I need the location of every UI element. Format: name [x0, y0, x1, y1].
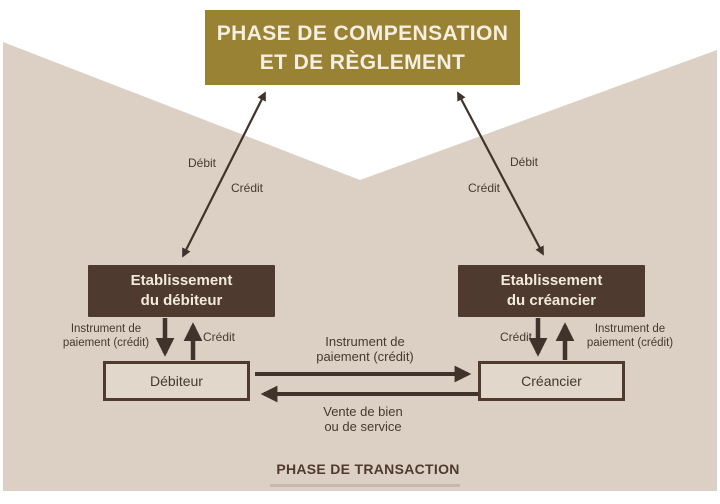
- settlement-title-line1: PHASE DE COMPENSATION: [216, 21, 509, 45]
- sale-label: Vente de bien ou de service: [323, 404, 403, 435]
- credit-small-label-left: Crédit: [202, 330, 236, 344]
- instrument-label-left-line2: paiement (crédit): [62, 336, 150, 349]
- instrument-label-right-line1: Instrument de: [594, 323, 666, 335]
- debtor-bank-box: Etablissement du débiteur: [88, 265, 275, 317]
- creditor-bank-box: Etablissement du créancier: [458, 265, 645, 317]
- creditor-bank-line2: du créancier: [506, 292, 597, 309]
- creditor-bank-line1: Etablissement: [500, 272, 603, 289]
- creditor-box: Créancier: [478, 361, 625, 401]
- debtor-bank-line1: Etablissement: [130, 272, 233, 289]
- debtor-box-label: Débiteur: [150, 373, 203, 389]
- settlement-title-line2: ET DE RÈGLEMENT: [259, 50, 466, 74]
- instrument-label-right: Instrument de paiement (crédit): [587, 323, 673, 350]
- instrument-label-right-line2: paiement (crédit): [586, 336, 674, 349]
- credit-label-right: Crédit: [467, 181, 501, 195]
- credit-small-label-right: Crédit: [499, 330, 533, 344]
- creditor-box-label: Créancier: [521, 373, 582, 389]
- debtor-bank-line2: du débiteur: [140, 292, 223, 309]
- debit-label-right: Débit: [509, 155, 539, 169]
- sale-label-line2: ou de service: [324, 419, 402, 435]
- debit-label-left: Débit: [187, 156, 217, 170]
- payment-instrument-label-line1: Instrument de: [325, 334, 405, 349]
- payment-instrument-label-line2: paiement (crédit): [316, 349, 414, 365]
- bottom-artifact-line: [270, 484, 460, 487]
- instrument-label-left-line1: Instrument de: [70, 323, 142, 335]
- transaction-phase-label: PHASE DE TRANSACTION: [276, 461, 460, 477]
- credit-label-left: Crédit: [230, 181, 264, 195]
- payment-instrument-label: Instrument de paiement (crédit): [316, 334, 414, 365]
- instrument-label-left: Instrument de paiement (crédit): [63, 323, 149, 350]
- debtor-box: Débiteur: [103, 361, 250, 401]
- settlement-title-box: PHASE DE COMPENSATION ET DE RÈGLEMENT: [205, 10, 520, 85]
- sale-label-line1: Vente de bien: [323, 404, 403, 419]
